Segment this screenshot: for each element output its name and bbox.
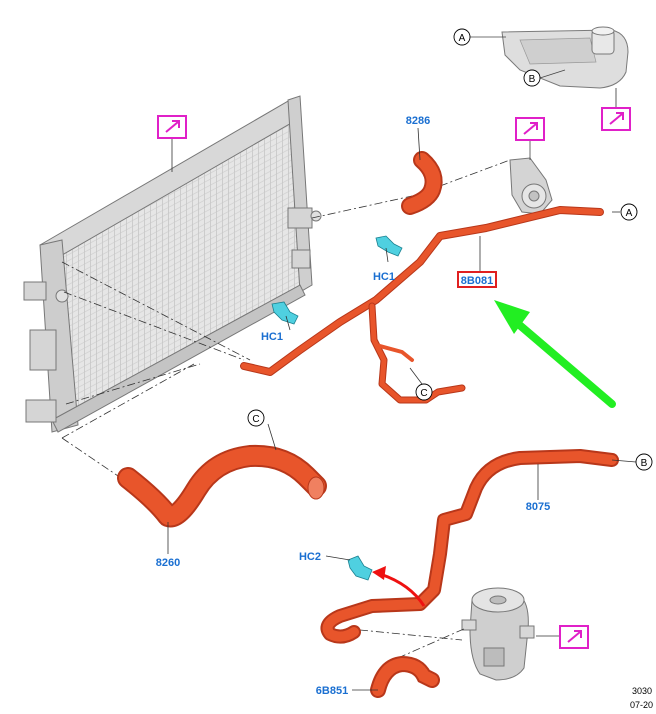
callout-c-lower: C: [247, 409, 265, 427]
hose-8B081: [240, 206, 604, 404]
part-label-8075[interactable]: 8075: [526, 501, 550, 513]
svg-text:C: C: [420, 388, 427, 399]
red-flow-arrow: [372, 566, 426, 607]
callout-a-reservoir: A: [453, 28, 471, 46]
reference-date: 07-20: [630, 700, 653, 710]
coolant-reservoir: [470, 26, 629, 89]
callout-c-hose: C: [415, 383, 433, 401]
part-label-6B851[interactable]: 6B851: [316, 685, 348, 697]
info-icon[interactable]: [559, 625, 589, 649]
hose-clip-hc2: [347, 555, 373, 581]
part-label-8286[interactable]: 8286: [406, 115, 430, 127]
label-leaders: [167, 88, 637, 691]
green-pointer-arrow: [494, 300, 616, 408]
auxiliary-coolant-pump: [461, 587, 535, 681]
callout-b-reservoir: B: [523, 69, 541, 87]
hose-8260: [117, 444, 327, 528]
clip-label-hc1-left[interactable]: HC1: [261, 331, 283, 343]
info-icon[interactable]: [601, 107, 631, 131]
svg-text:B: B: [641, 458, 648, 469]
callout-b-hose: B: [635, 453, 653, 471]
hose-8286: [401, 151, 443, 215]
connection-leaders: [61, 159, 511, 659]
thermostat-housing: [509, 140, 553, 215]
hose-clip-hc1-left: [271, 301, 299, 325]
highlight-box: [457, 271, 497, 288]
svg-text:A: A: [459, 33, 466, 44]
hose-6B851: [370, 655, 440, 698]
part-label-8260[interactable]: 8260: [156, 557, 180, 569]
part-label-8B081[interactable]: 8B081: [461, 275, 493, 287]
svg-text:C: C: [252, 414, 259, 425]
clip-label-hc2[interactable]: HC2: [299, 551, 321, 563]
callout-a-hose: A: [620, 203, 638, 221]
clip-label-hc1-top[interactable]: HC1: [373, 271, 395, 283]
svg-text:A: A: [626, 208, 633, 219]
radiator: [23, 95, 322, 433]
info-icon[interactable]: [157, 115, 187, 139]
hose-8075: [320, 449, 619, 644]
svg-text:B: B: [529, 74, 536, 85]
reference-number: 3030: [632, 686, 652, 696]
info-icon[interactable]: [515, 117, 545, 141]
hose-clip-hc1-top: [375, 235, 403, 257]
